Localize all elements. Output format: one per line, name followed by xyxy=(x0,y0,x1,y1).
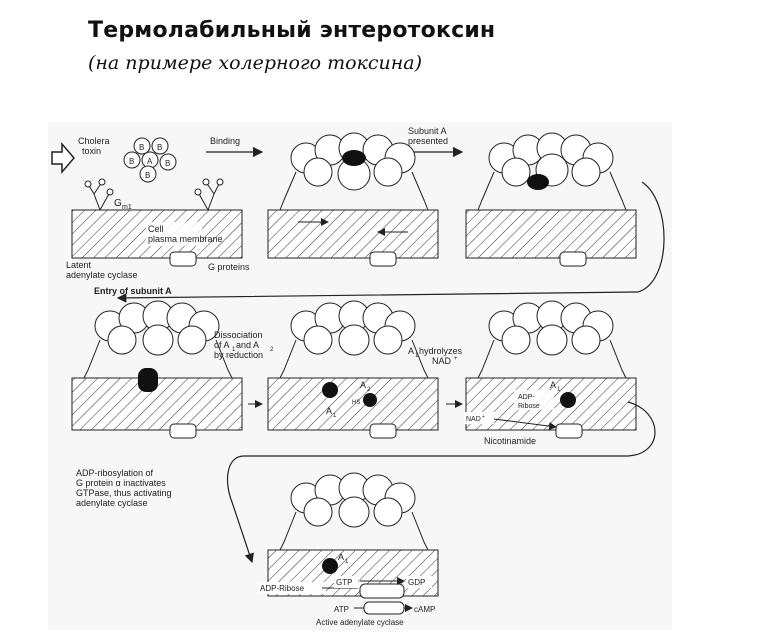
latent-adenylate-cyclase xyxy=(169,251,197,267)
bound-toxin-2 xyxy=(290,132,416,191)
adp-ribose-label-2: Ribose xyxy=(518,403,540,410)
adp-ribose-label-1: ADP- xyxy=(518,394,535,401)
subunit-a2 xyxy=(363,393,377,407)
latent-label: Latent xyxy=(66,260,92,270)
a2-sub: 2 xyxy=(367,387,371,393)
subunit-a-label-1: Subunit A xyxy=(408,126,447,136)
adp-ribosylation-label-3: GTPase, thus activating xyxy=(76,488,172,498)
free-cholera-toxin: B B B A B B xyxy=(123,137,177,183)
a1-sub-7: 1 xyxy=(345,559,349,565)
gtp-label: GTP xyxy=(336,578,352,587)
adp-ribosylation-label-2: G protein α inactivates xyxy=(76,478,166,488)
subunit-a-label: A xyxy=(147,157,153,166)
camp-label: cAMP xyxy=(414,605,435,614)
dissociation-and: and A xyxy=(236,340,259,350)
bound-toxin-4 xyxy=(94,300,220,356)
dissociation-label-2: of A xyxy=(214,340,230,350)
subunit-b-label: B xyxy=(165,159,170,168)
subunit-a-dark xyxy=(342,150,366,166)
page-title: Термолабильный энтеротоксин xyxy=(88,18,496,43)
gm1-label: G xyxy=(114,198,122,209)
subunit-b-label: B xyxy=(139,143,144,152)
subunit-a1-final xyxy=(322,558,338,574)
dissociation-label-1: Dissociation xyxy=(214,330,263,340)
dissociation-sub-1: 1 xyxy=(232,347,236,353)
cell-label: Cell xyxy=(148,224,164,234)
nad-label: NAD xyxy=(432,356,452,366)
subunit-a1 xyxy=(322,382,338,398)
cholera-toxin-mechanism-figure: B B B A B B Cholera toxin Binding Subuni… xyxy=(48,122,672,630)
atp-label: ATP xyxy=(334,605,349,614)
entry-label: Entry of subunit A xyxy=(94,286,172,296)
start-arrow-icon xyxy=(51,141,75,175)
nad-sup-2: + xyxy=(482,414,485,420)
gdp-label: GDP xyxy=(408,578,425,587)
plasma-membrane-panel-2 xyxy=(267,209,439,259)
bound-toxin-5 xyxy=(290,300,416,356)
g-proteins-label: G proteins xyxy=(208,262,250,272)
subunit-a1-active xyxy=(560,392,576,408)
bound-toxin-6 xyxy=(488,300,614,356)
entry-arrow xyxy=(116,181,665,303)
gm1-receptors xyxy=(87,181,221,211)
a1-label: A xyxy=(326,406,332,416)
dissociation-sub-2: 2 xyxy=(270,347,274,353)
nicotinamide-label: Nicotinamide xyxy=(484,436,536,446)
mechanism-diagram: B B B A B B Cholera toxin Binding Subuni… xyxy=(51,126,665,627)
a1-hydrolyzes-label: A xyxy=(408,346,414,356)
page-subtitle: (на примере холерного токсина) xyxy=(88,52,423,74)
a1-hydrolyzes-sub: 1 xyxy=(415,353,419,359)
hs-label: HS xyxy=(352,400,360,406)
subunit-a-entered xyxy=(138,368,158,392)
bound-toxin-3 xyxy=(488,132,614,187)
subunit-a-label-2: presented xyxy=(408,136,448,146)
a1-hydrolyzes-rest: hydrolyzes xyxy=(419,346,463,356)
adp-ribose-last-label: ADP-Ribose xyxy=(260,584,305,593)
plasma-membrane-panel-3 xyxy=(465,209,637,259)
cholera-toxin-label: Cholera xyxy=(78,136,110,146)
active-adenylate-cyclase-label: Active adenylate cyclase xyxy=(316,618,404,627)
active-adenylate-cyclase xyxy=(363,601,405,615)
gm1-sub-label: m1 xyxy=(122,204,132,211)
g-protein-alpha xyxy=(359,583,405,599)
subunit-b-label: B xyxy=(157,143,162,152)
dissociation-label-3: by reduction xyxy=(214,350,263,360)
bound-toxin-7 xyxy=(290,472,416,528)
binding-label: Binding xyxy=(210,136,240,146)
subunit-a-presented xyxy=(527,174,549,190)
a1-sub: 1 xyxy=(333,413,337,419)
subunit-b-label: B xyxy=(145,171,150,180)
a2-label: A xyxy=(360,380,366,390)
adp-ribosylation-arrow xyxy=(226,401,656,564)
adp-ribosylation-label-1: ADP-ribosylation of xyxy=(76,468,154,478)
cholera-toxin-label-2: toxin xyxy=(82,146,101,156)
a1-label-7: A xyxy=(338,552,344,562)
a1-label-6: A xyxy=(550,380,556,390)
a1-sub-6: 1 xyxy=(557,387,561,393)
nad-sup: + xyxy=(454,356,458,362)
plasma-membrane-label: plasma membrane xyxy=(148,234,223,244)
subunit-b-label: B xyxy=(129,157,134,166)
latent-ac-label: adenylate cyclase xyxy=(66,270,138,280)
nad-label-2: NAD xyxy=(466,416,481,423)
adp-ribosylation-label-4: adenylate cyclase xyxy=(76,498,148,508)
plasma-membrane-panel-5 xyxy=(267,377,439,431)
